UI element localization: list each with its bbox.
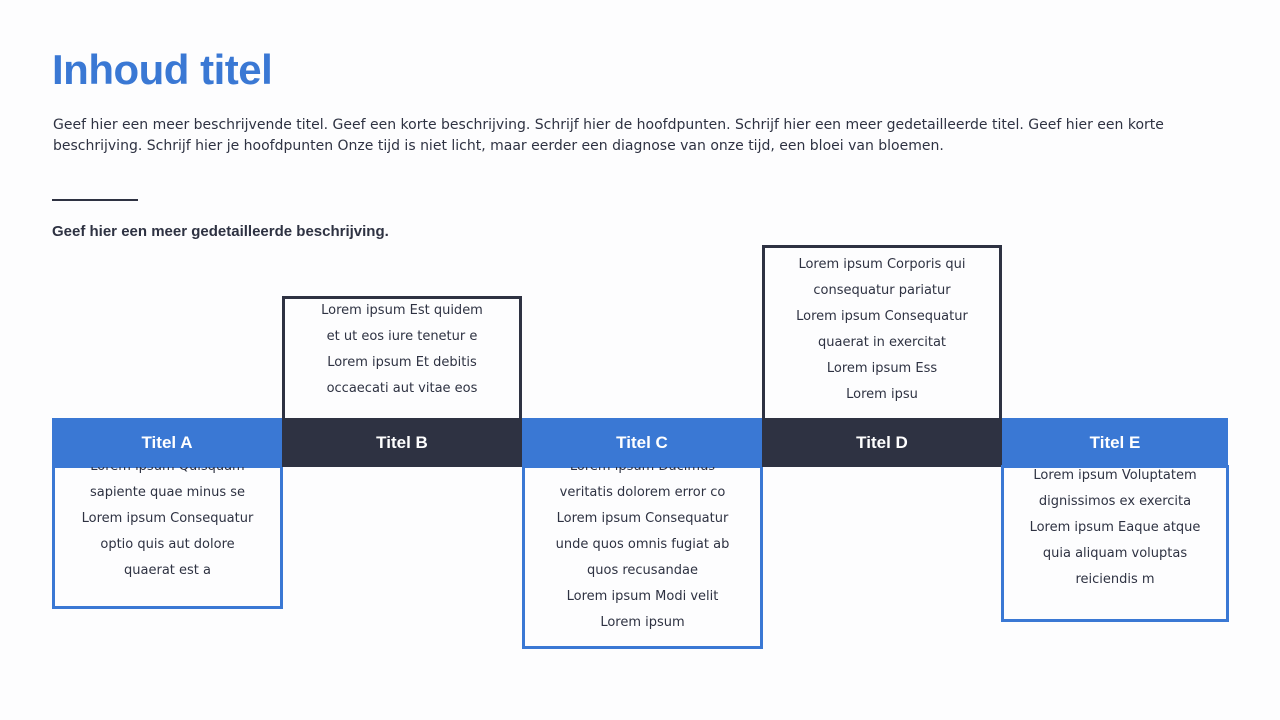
divider — [52, 199, 138, 201]
timeline-header-c: Titel C — [522, 418, 762, 467]
subheading: Geef hier een meer gedetailleerde beschr… — [52, 223, 389, 240]
timeline-text-c: Lorem ipsum Ducimus veritatis dolorem er… — [555, 459, 730, 630]
timeline-header-e: Titel E — [1002, 418, 1228, 467]
intro-paragraph: Geef hier een meer beschrijvende titel. … — [53, 117, 1164, 154]
timeline-textbox-d: Lorem ipsum Corporis qui consequatur par… — [762, 245, 1002, 421]
timeline-textbox-e: Lorem ipsum Voluptatem dignissimos ex ex… — [1001, 465, 1229, 622]
page-title: Inhoud titel — [52, 46, 273, 93]
timeline-header-a: Titel A — [52, 418, 282, 467]
timeline-header-b: Titel B — [282, 418, 522, 467]
timeline-text-e: Lorem ipsum Voluptatem dignissimos ex ex… — [1029, 468, 1201, 587]
timeline-text-b: Lorem ipsum Est quidem et ut eos iure te… — [321, 303, 483, 396]
timeline-textbox-a: Lorem ipsum Quisquam sapiente quae minus… — [52, 459, 283, 609]
timeline-header-d: Titel D — [762, 418, 1002, 467]
timeline-textbox-c: Lorem ipsum Ducimus veritatis dolorem er… — [522, 459, 763, 649]
timeline-text-d: Lorem ipsum Corporis qui consequatur par… — [796, 257, 968, 402]
timeline-textbox-b: Lorem ipsum Est quidem et ut eos iure te… — [282, 296, 522, 421]
timeline-text-a: Lorem ipsum Quisquam sapiente quae minus… — [81, 459, 254, 578]
